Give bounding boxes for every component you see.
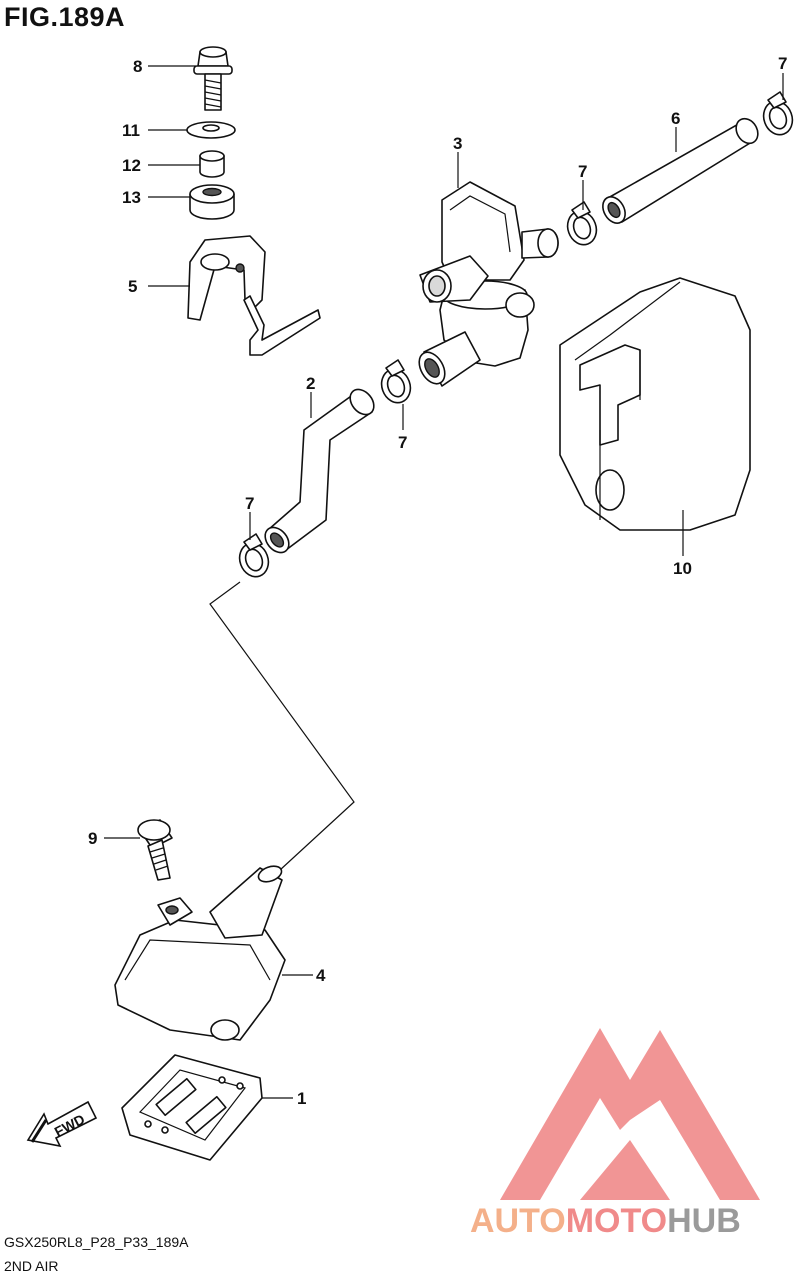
model-code: GSX250RL8_P28_P33_189A	[4, 1234, 189, 1250]
callout-13: 13	[122, 188, 141, 207]
callout-2: 2	[306, 374, 315, 393]
watermark-hub: HUB	[667, 1202, 741, 1240]
watermark-moto: MOTO	[566, 1202, 667, 1240]
part-11-washer	[186, 121, 236, 139]
callout-5: 5	[128, 277, 137, 296]
section-name: 2ND AIR	[4, 1258, 59, 1274]
part-3-valve	[419, 181, 559, 367]
callout-6: 6	[671, 109, 680, 128]
part-5-bracket	[187, 235, 321, 356]
part-12-collar	[199, 150, 225, 178]
part-7-clamp-mid	[566, 201, 598, 246]
part-2-hose	[264, 388, 375, 554]
watermark-auto: AUTO	[470, 1202, 566, 1240]
part-1-gasket	[121, 1054, 263, 1161]
callout-12: 12	[122, 156, 141, 175]
callout-3: 3	[453, 134, 462, 153]
part-7-clamp-top-right	[762, 91, 794, 136]
callout-7-valve: 7	[398, 433, 407, 452]
part-13-grommet	[189, 184, 235, 220]
watermark-logo: AUTOMOTOHUB	[470, 1010, 800, 1240]
callout-8: 8	[133, 57, 142, 76]
callout-9: 9	[88, 829, 97, 848]
leader-lines	[104, 65, 784, 1099]
callout-11: 11	[122, 121, 140, 140]
part-4-reed-cover	[114, 865, 286, 1041]
part-6-hose	[602, 117, 759, 224]
svg-text:AUTOMOTOHUB: AUTOMOTOHUB	[470, 1202, 741, 1240]
part-9-bolt	[137, 819, 173, 881]
part-3-outlet-pipe	[418, 331, 481, 387]
fwd-arrow-icon: FWD	[26, 1100, 98, 1148]
callout-1: 1	[297, 1089, 306, 1108]
connection-line	[209, 581, 355, 871]
callout-7-mid: 7	[578, 162, 587, 181]
part-8-bolt	[193, 46, 233, 111]
callout-4: 4	[316, 966, 326, 985]
part-10-cover	[559, 277, 751, 531]
watermark-triangle-icon: AUTOMOTOHUB	[470, 1028, 760, 1240]
part-7-clamp-valve	[380, 359, 412, 404]
callout-7-lower: 7	[245, 494, 254, 513]
part-7-clamp-lower	[238, 533, 270, 578]
callout-10: 10	[673, 559, 692, 578]
callout-7-top-right: 7	[778, 54, 787, 73]
figure-title: FIG.189A	[4, 2, 126, 32]
